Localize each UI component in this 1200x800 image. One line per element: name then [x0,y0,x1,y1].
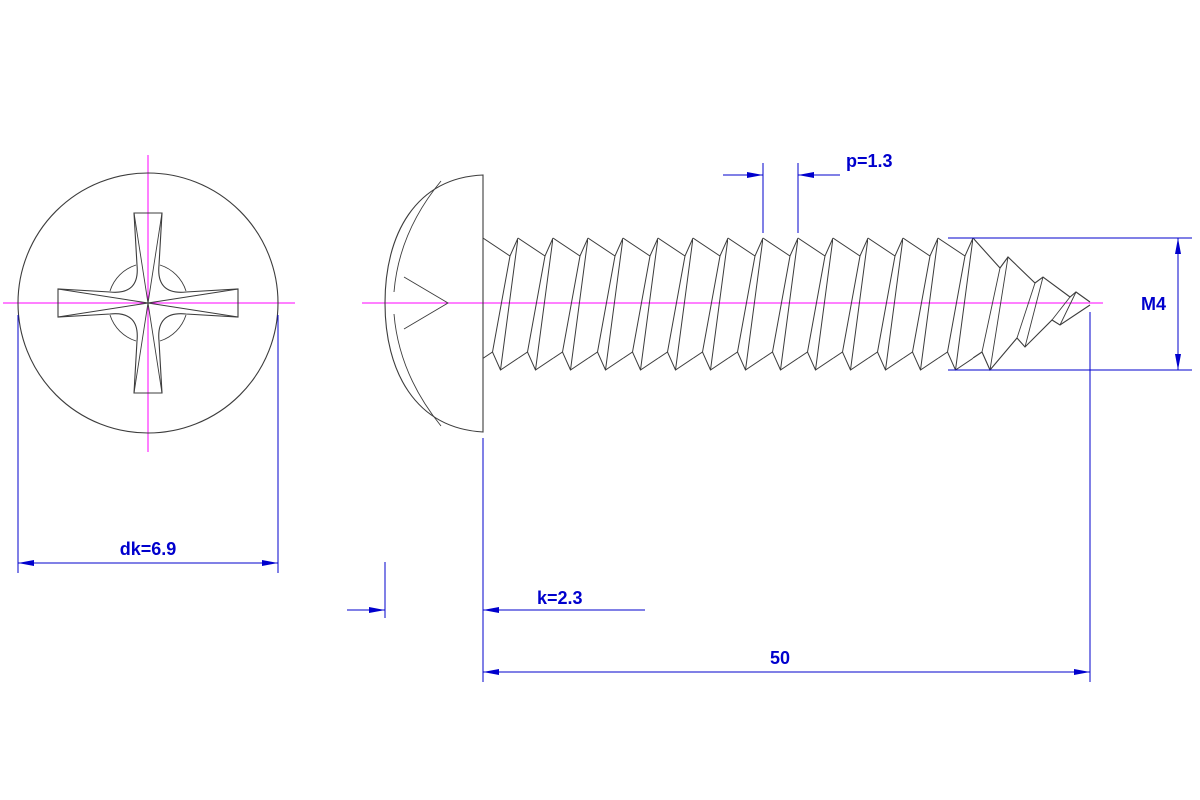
arrow-dk-right [262,560,278,566]
label-head-diameter: dk=6.9 [120,539,177,559]
label-head-height: k=2.3 [537,588,583,608]
head-outline-circle [17,172,279,434]
label-pitch: p=1.3 [846,151,893,171]
dim-length [482,312,1091,682]
label-thread-size: M4 [1141,294,1166,314]
pan-head-outline [384,174,484,433]
front-view [17,172,279,434]
label-length: 50 [770,648,790,668]
tip-cone-top-edge [972,237,1091,303]
arrow-thread-top [1175,238,1181,254]
thread-section [483,234,973,374]
dim-head-diameter [17,315,279,573]
arrow-dk-left [18,560,34,566]
arrow-pitch-right [798,172,814,178]
dim-pitch [723,163,840,233]
tip-cone-bottom-edge [972,304,1091,372]
head-recess-arcs [393,180,449,427]
phillips-flank-lines [57,212,239,394]
side-view [384,174,1091,433]
arrow-pitch-left [747,172,763,178]
tip-cone-flank-lines [981,256,1077,371]
dim-thread [948,237,1192,371]
arrow-k-left [369,607,385,613]
arrow-length-right [1074,669,1090,675]
dimensions [17,163,1192,682]
arrow-length-left [483,669,499,675]
arrow-thread-bottom [1175,354,1181,370]
phillips-wing-arcs [109,264,187,342]
dimension-arrows [18,172,1181,675]
arrow-k-right [483,607,499,613]
dimension-labels: p=1.3 M4 dk=6.9 k=2.3 50 [120,151,1166,668]
